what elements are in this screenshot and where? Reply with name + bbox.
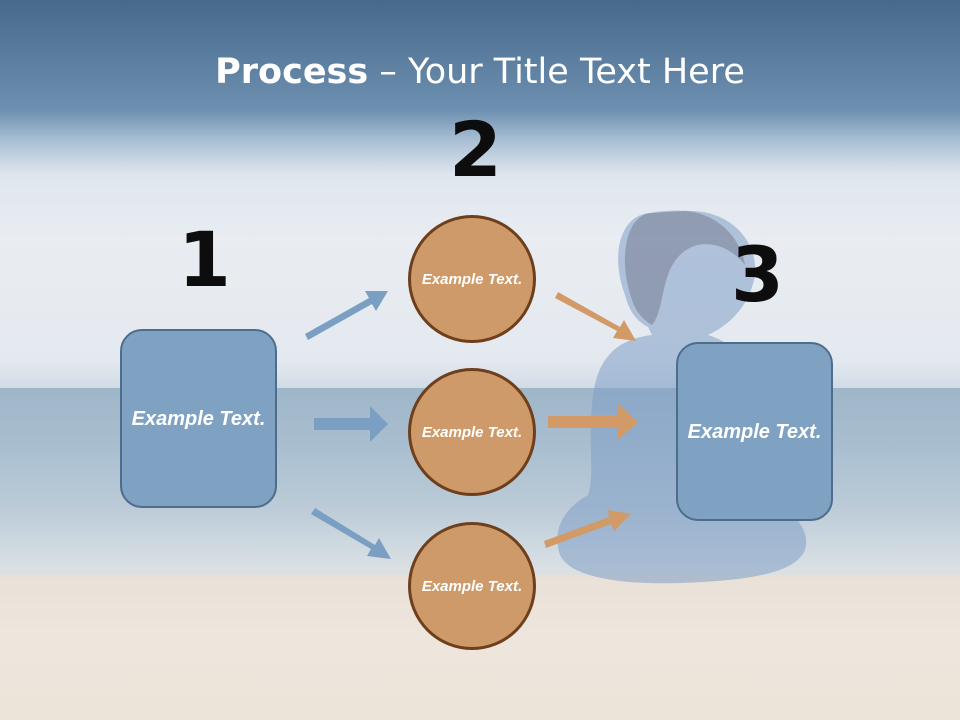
step-2-text-bottom: Example Text. xyxy=(421,577,523,595)
step-2-text-top: Example Text. xyxy=(421,270,523,288)
slide-title: Process – Your Title Text Here xyxy=(0,52,960,92)
slide-title-bold: Process xyxy=(215,52,369,92)
step-1-text: Example Text. xyxy=(131,407,266,430)
step-2-circle-bottom: Example Text. xyxy=(408,522,536,650)
arrow-icon xyxy=(548,404,638,440)
slide-title-rest: – Your Title Text Here xyxy=(368,52,745,92)
arrow-icon xyxy=(314,406,388,442)
step-1-box: Example Text. xyxy=(120,329,277,508)
step-1-number: 1 xyxy=(178,215,231,304)
arrow-icon xyxy=(544,510,631,548)
arrow-icon xyxy=(311,508,391,559)
step-2-number: 2 xyxy=(449,105,502,194)
arrow-icon xyxy=(305,291,388,340)
step-3-box: Example Text. xyxy=(676,342,833,521)
step-2-circle-middle: Example Text. xyxy=(408,368,536,496)
step-2-circle-top: Example Text. xyxy=(408,215,536,343)
step-3-number: 3 xyxy=(731,230,784,319)
arrow-icon xyxy=(555,292,636,341)
step-2-text-middle: Example Text. xyxy=(421,423,523,441)
step-3-text: Example Text. xyxy=(687,420,822,443)
